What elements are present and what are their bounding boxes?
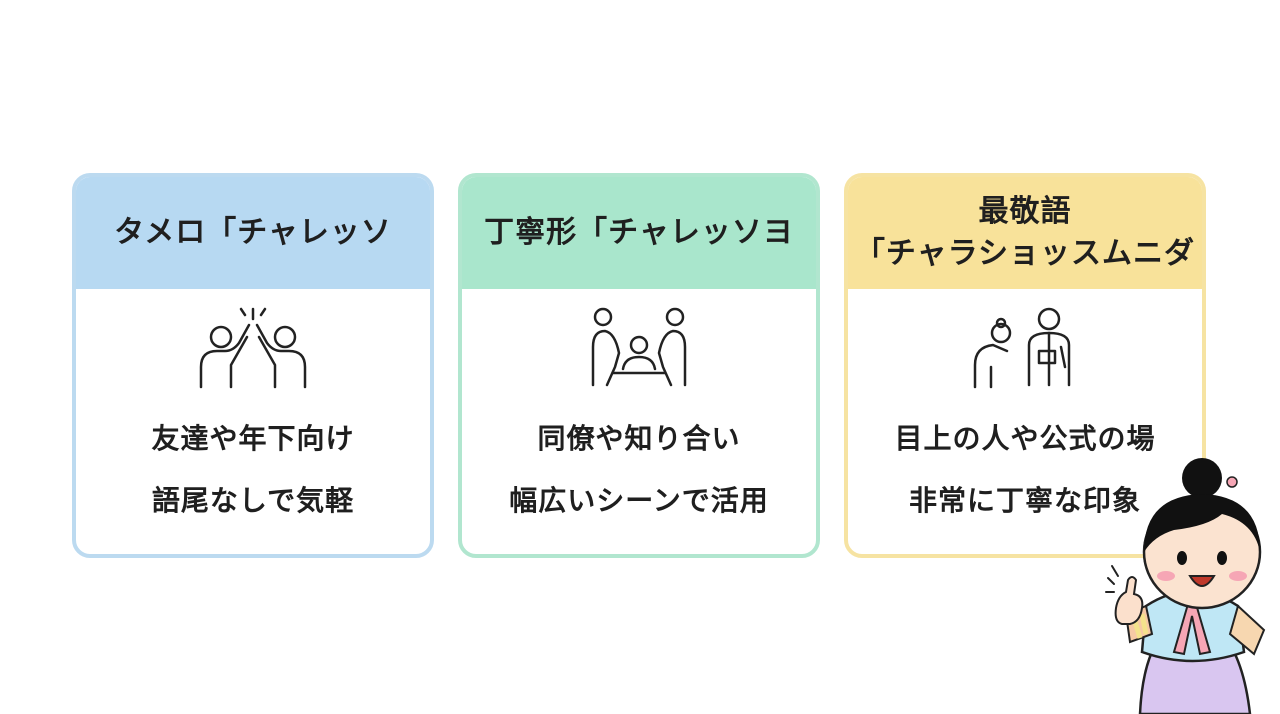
high-five-icon	[199, 307, 307, 389]
card-polite: 丁寧形「チャレッソヨ 同僚や知り合い 幅広いシーンで活用	[458, 173, 820, 558]
card-desc-2: 非常に丁寧な印象	[908, 484, 1141, 517]
card-body: 同僚や知り合い 幅広いシーンで活用	[462, 289, 816, 554]
card-header: 丁寧形「チャレッソヨ	[462, 177, 816, 289]
card-header: 最敬語 「チャラショッスムニダ	[848, 177, 1202, 289]
card-desc-2: 幅広いシーンで活用	[509, 484, 769, 517]
card-tameru: タメロ「チャレッソ 友達や年下向け 語尾なしで気軽	[72, 173, 434, 558]
colleagues-meeting-icon	[591, 307, 687, 387]
card-desc-1: 同僚や知り合い	[537, 422, 741, 455]
bowing-to-elder-icon	[973, 307, 1071, 389]
card-header: タメロ「チャレッソ	[76, 177, 430, 289]
card-desc-1: 目上の人や公式の場	[894, 422, 1156, 455]
card-body: 目上の人や公式の場 非常に丁寧な印象	[848, 289, 1202, 554]
card-honorific: 最敬語 「チャラショッスムニダ 目上の人や公式の場 非常に丁寧な印象	[844, 173, 1206, 558]
card-title-line-2: 「チャラショッスムニダ	[854, 236, 1196, 271]
card-body: 友達や年下向け 語尾なしで気軽	[76, 289, 430, 554]
card-desc-2: 語尾なしで気軽	[151, 484, 355, 517]
card-desc-1: 友達や年下向け	[151, 422, 355, 455]
card-title: 丁寧形「チャレッソヨ	[484, 215, 794, 250]
card-title: タメロ「チャレッソ	[114, 215, 392, 250]
card-title-line-1: 最敬語	[978, 194, 1072, 229]
thumbs-up-mascot-icon	[1105, 458, 1266, 714]
